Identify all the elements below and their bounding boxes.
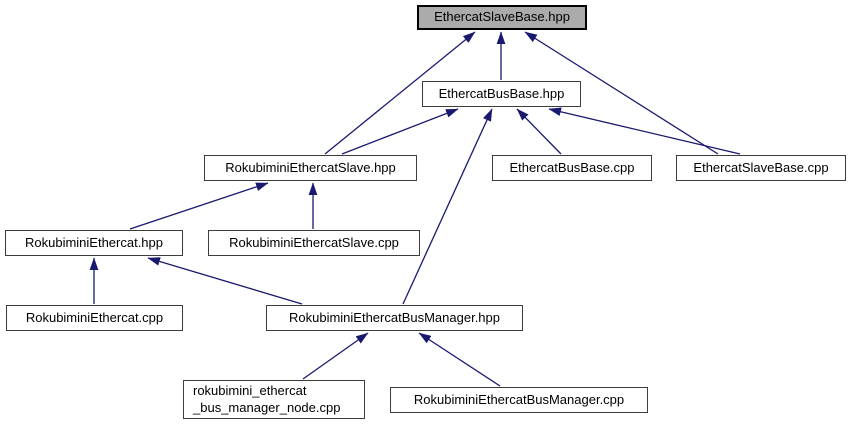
graph-node-rokubimini-ethercat-cpp[interactable]: RokubiminiEthercat.cpp <box>6 305 183 331</box>
graph-node-label: EthercatSlaveBase.hpp <box>434 9 570 25</box>
graph-node-ethercat-slave-base-cpp[interactable]: EthercatSlaveBase.cpp <box>676 155 846 181</box>
graph-node-rokubimini-ethercat-bus-manager-hpp[interactable]: RokubiminiEthercatBusManager.hpp <box>266 305 523 331</box>
graph-node-label: EthercatSlaveBase.cpp <box>693 159 829 175</box>
include-edge-arrow <box>302 332 369 380</box>
graph-node-label: RokubiminiEthercat.cpp <box>25 309 164 325</box>
include-edge-arrow <box>402 108 493 305</box>
graph-node-label: EthercatBusBase.hpp <box>438 85 565 101</box>
graph-node-label: RokubiminiEthercatBusManager.hpp <box>288 309 500 325</box>
graph-node-label: rokubimini_ethercat <box>193 382 307 398</box>
include-edge-arrow <box>324 31 476 155</box>
include-edge-arrow <box>548 107 741 155</box>
graph-node-label: RokubiminiEthercat.hpp <box>24 234 164 250</box>
graph-node-rokubimini-ethercat-slave-cpp[interactable]: RokubiminiEthercatSlave.cpp <box>208 230 420 256</box>
graph-node-ethercat-bus-base-cpp[interactable]: EthercatBusBase.cpp <box>492 155 652 181</box>
graph-node-rokubimini-ethercat-slave-hpp[interactable]: RokubiminiEthercatSlave.hpp <box>204 155 417 181</box>
graph-node-label: _bus_manager_node.cpp <box>193 399 341 415</box>
graph-node-label: EthercatBusBase.cpp <box>509 159 635 175</box>
graph-node-rokubimini-ethercat-hpp[interactable]: RokubiminiEthercat.hpp <box>5 230 183 256</box>
include-edge-arrow <box>147 257 303 305</box>
include-edge-arrow <box>341 108 459 155</box>
graph-node-label: RokubiminiEthercatBusManager.cpp <box>413 391 625 407</box>
include-edge-arrow <box>524 31 719 155</box>
graph-node-label: RokubiminiEthercatSlave.cpp <box>229 234 399 250</box>
include-edge-arrow <box>129 182 269 230</box>
graph-node-label: RokubiminiEthercatSlave.hpp <box>225 159 396 175</box>
include-edge-arrow <box>516 108 562 155</box>
graph-node-ethercat-bus-base-hpp[interactable]: EthercatBusBase.hpp <box>422 81 581 107</box>
graph-node-ethercat-slave-base-hpp[interactable]: EthercatSlaveBase.hpp <box>417 5 587 30</box>
graph-node-rokubimini-ethercat-bus-manager-cpp[interactable]: RokubiminiEthercatBusManager.cpp <box>390 387 648 413</box>
include-edge-arrow <box>418 332 501 387</box>
graph-node-rokubimini-ethercat-bus-manager-node-cpp[interactable]: rokubimini_ethercat_bus_manager_node.cpp <box>183 380 365 419</box>
